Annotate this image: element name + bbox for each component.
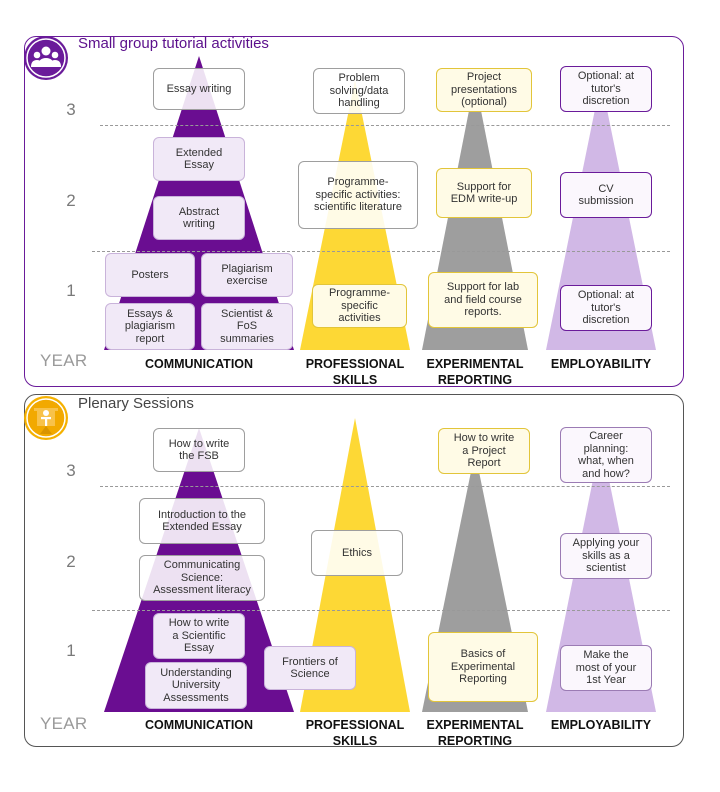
year-axis-label: YEAR [40, 714, 88, 733]
box-optional-year3: Optional: at tutor's discretion [560, 66, 652, 112]
panel-title: Small group tutorial activities [78, 35, 269, 52]
box-make-most: Make the most of your 1st Year [560, 645, 652, 691]
year-1-label: 1 [66, 281, 76, 300]
box-extended-essay: Extended Essay [153, 137, 245, 181]
box-support-edm: Support for EDM write-up [436, 168, 532, 218]
column-communication: COMMUNICATION [144, 357, 254, 371]
column-employability: EMPLOYABILITY [550, 718, 652, 732]
column-communication: COMMUNICATION [144, 718, 254, 732]
box-how-project: How to write a Project Report [438, 428, 530, 474]
year-divider-3 [100, 486, 670, 487]
box-how-fsb: How to write the FSB [153, 428, 245, 472]
box-essay-writing: Essay writing [153, 68, 245, 110]
year-3-label: 3 [66, 100, 76, 119]
column-experimental-reporting: EXPERIMENTAL REPORTING [426, 357, 524, 387]
box-cv-submission: CV submission [560, 172, 652, 218]
box-communicating-science: Communicating Science: Assessment litera… [139, 555, 265, 601]
box-frontiers: Frontiers of Science [264, 646, 356, 690]
box-intro-extended: Introduction to the Extended Essay [139, 498, 265, 544]
box-optional-year1: Optional: at tutor's discretion [560, 285, 652, 331]
box-programme-specific: Programme- specific activities [312, 284, 407, 328]
column-employability: EMPLOYABILITY [550, 357, 652, 371]
year-divider-2 [92, 251, 670, 252]
box-programme-literature: Programme- specific activities: scientif… [298, 161, 418, 229]
box-plagiarism-exercise: Plagiarism exercise [201, 253, 293, 297]
year-axis-label: YEAR [40, 351, 88, 370]
box-project-presentations: Project presentations (optional) [436, 68, 532, 112]
column-professional-skills: PROFESSIONAL SKILLS [305, 357, 405, 387]
column-professional-skills: PROFESSIONAL SKILLS [305, 718, 405, 748]
box-applying-skills: Applying your skills as a scientist [560, 533, 652, 579]
box-ethics: Ethics [311, 530, 403, 576]
box-abstract-writing: Abstract writing [153, 196, 245, 240]
box-understanding-assessments: Understanding University Assessments [145, 662, 247, 709]
box-support-lab: Support for lab and field course reports… [428, 272, 538, 328]
box-scientist-fos: Scientist & FoS summaries [201, 303, 293, 350]
year-1-label: 1 [66, 641, 76, 660]
year-2-label: 2 [66, 191, 76, 210]
year-3-label: 3 [66, 461, 76, 480]
box-posters: Posters [105, 253, 195, 297]
year-2-label: 2 [66, 552, 76, 571]
tutorial-panel [24, 36, 684, 387]
group-people-icon [24, 36, 68, 80]
column-experimental-reporting: EXPERIMENTAL REPORTING [426, 718, 524, 748]
box-how-scientific: How to write a Scientific Essay [153, 613, 245, 659]
panel-title: Plenary Sessions [78, 395, 194, 412]
year-divider-3 [100, 125, 670, 126]
plenary-panel [24, 394, 684, 747]
box-problem-solving: Problem solving/data handling [313, 68, 405, 114]
presenter-icon [24, 396, 68, 440]
year-divider-2 [92, 610, 670, 611]
box-career-planning: Career planning: what, when and how? [560, 427, 652, 483]
box-essays-plagiarism: Essays & plagiarism report [105, 303, 195, 350]
box-basics-experimental: Basics of Experimental Reporting [428, 632, 538, 702]
